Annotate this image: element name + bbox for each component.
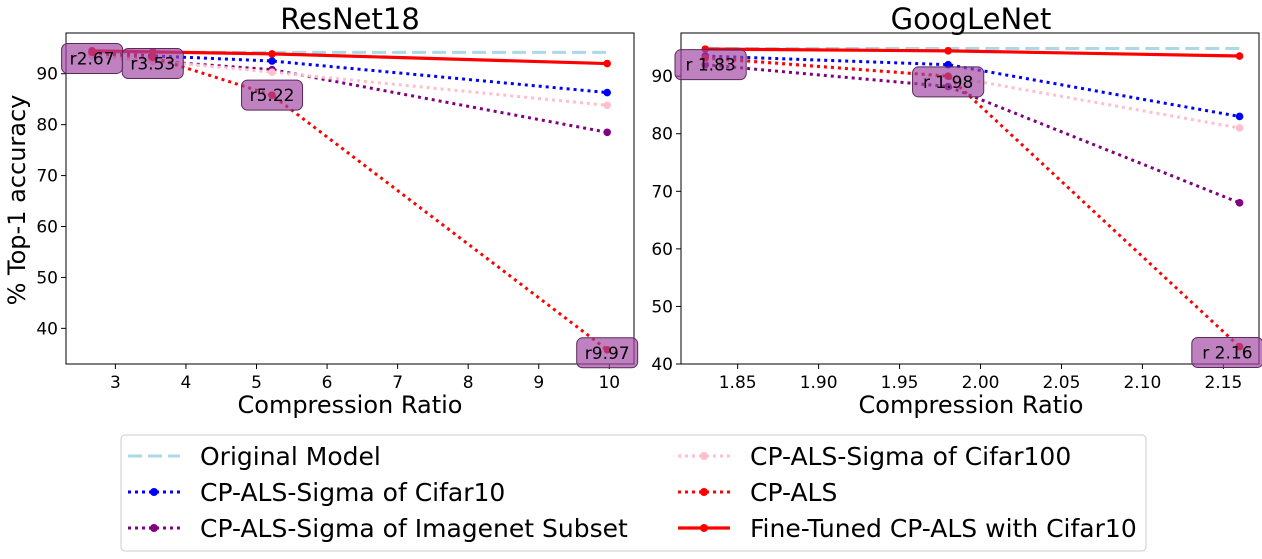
data-point [603, 88, 611, 97]
y-tick-label: 80 [36, 116, 58, 136]
legend-entry-label: Original Model [200, 442, 381, 471]
annotation-label: r9.97 [585, 344, 630, 364]
legend-marker [150, 524, 158, 532]
legend-frame [120, 434, 1147, 552]
legend-entry-label: Fine-Tuned CP-ALS with Cifar10 [750, 514, 1137, 543]
plot-frame [65, 32, 635, 365]
x-tick-label: 2.15 [1204, 373, 1242, 393]
chart-title: ResNet18 [280, 2, 420, 36]
x-tick-label: 4 [181, 373, 192, 393]
y-tick-label: 70 [36, 167, 58, 187]
annotation-label: r5.22 [250, 86, 295, 106]
series-line [91, 50, 609, 351]
x-tick-label: 1.85 [719, 373, 757, 393]
legend-marker [150, 488, 158, 496]
x-tick-label: 1.95 [881, 373, 919, 393]
chart-title: GoogLeNet [891, 2, 1052, 36]
y-tick-label: 60 [36, 218, 58, 238]
data-point [1235, 124, 1244, 132]
legend-marker [700, 488, 708, 496]
annotation-label: r 1.98 [923, 73, 973, 93]
y-tick-label: 60 [651, 240, 673, 260]
y-tick-label: 40 [36, 319, 58, 339]
data-point [1235, 52, 1244, 60]
series-line [705, 47, 1240, 58]
x-tick-label: 10 [598, 373, 620, 393]
legend-entry-label: CP-ALS-Sigma of Cifar100 [750, 442, 1071, 471]
annotation-label: r2.67 [70, 49, 115, 69]
y-tick-label: 50 [36, 268, 58, 288]
legend-entry-label: CP-ALS-Sigma of Cifar10 [200, 478, 505, 507]
y-tick-label: 50 [651, 297, 673, 317]
x-tick-label: 2.05 [1043, 373, 1081, 393]
annotation-box [121, 48, 184, 80]
legend-entry-label: CP-ALS [750, 478, 837, 507]
legend-entry-label: CP-ALS-Sigma of Imagenet Subset [200, 514, 628, 543]
annotation-label: r 1.83 [685, 56, 735, 76]
y-tick-label: 40 [651, 355, 673, 375]
data-point [268, 57, 276, 65]
chart-resnet18: ResNet18 Compression Ratio 3 4 5 6 7 8 9 10 40 50… [36, 2, 639, 419]
y-axis-label: % Top-1 accuracy [3, 95, 31, 306]
legend-marker [700, 524, 708, 532]
x-tick-label: 7 [392, 373, 403, 393]
data-point [1235, 199, 1244, 207]
x-tick-label: 5 [251, 373, 262, 393]
data-point [944, 47, 952, 55]
data-point [268, 68, 276, 77]
x-tick-label: 2.00 [962, 373, 1000, 393]
x-tick-label: 2.10 [1123, 373, 1161, 393]
annotation-box [1191, 336, 1262, 368]
legend-marker [700, 452, 708, 460]
x-tick-label: 6 [322, 373, 333, 393]
chart-googlenet: GoogLeNet Compression Ratio 1.85 1.90 1.95… [651, 2, 1262, 419]
x-tick-label: 3 [110, 373, 121, 393]
annotation-label: r 2.16 [1202, 343, 1252, 363]
x-axis-label: Compression Ratio [238, 391, 463, 419]
data-point [603, 101, 611, 110]
y-tick-label: 80 [651, 125, 673, 145]
annotation-box [576, 337, 639, 369]
annotation-box [912, 66, 985, 98]
annotation-label: r3.53 [130, 55, 175, 75]
x-tick-label: 8 [463, 373, 474, 393]
data-point [603, 59, 611, 68]
x-tick-label: 1.90 [800, 373, 838, 393]
data-point [1235, 112, 1244, 121]
y-tick-label: 70 [651, 182, 673, 202]
annotation-box [241, 79, 304, 111]
data-point [268, 50, 276, 58]
y-tick-label: 90 [651, 67, 673, 87]
data-point [603, 128, 611, 137]
y-tick-label: 90 [36, 65, 58, 85]
plot-frame [680, 32, 1260, 365]
x-tick-label: 9 [533, 373, 544, 393]
annotation-box [674, 49, 747, 81]
x-axis-label: Compression Ratio [859, 391, 1084, 419]
